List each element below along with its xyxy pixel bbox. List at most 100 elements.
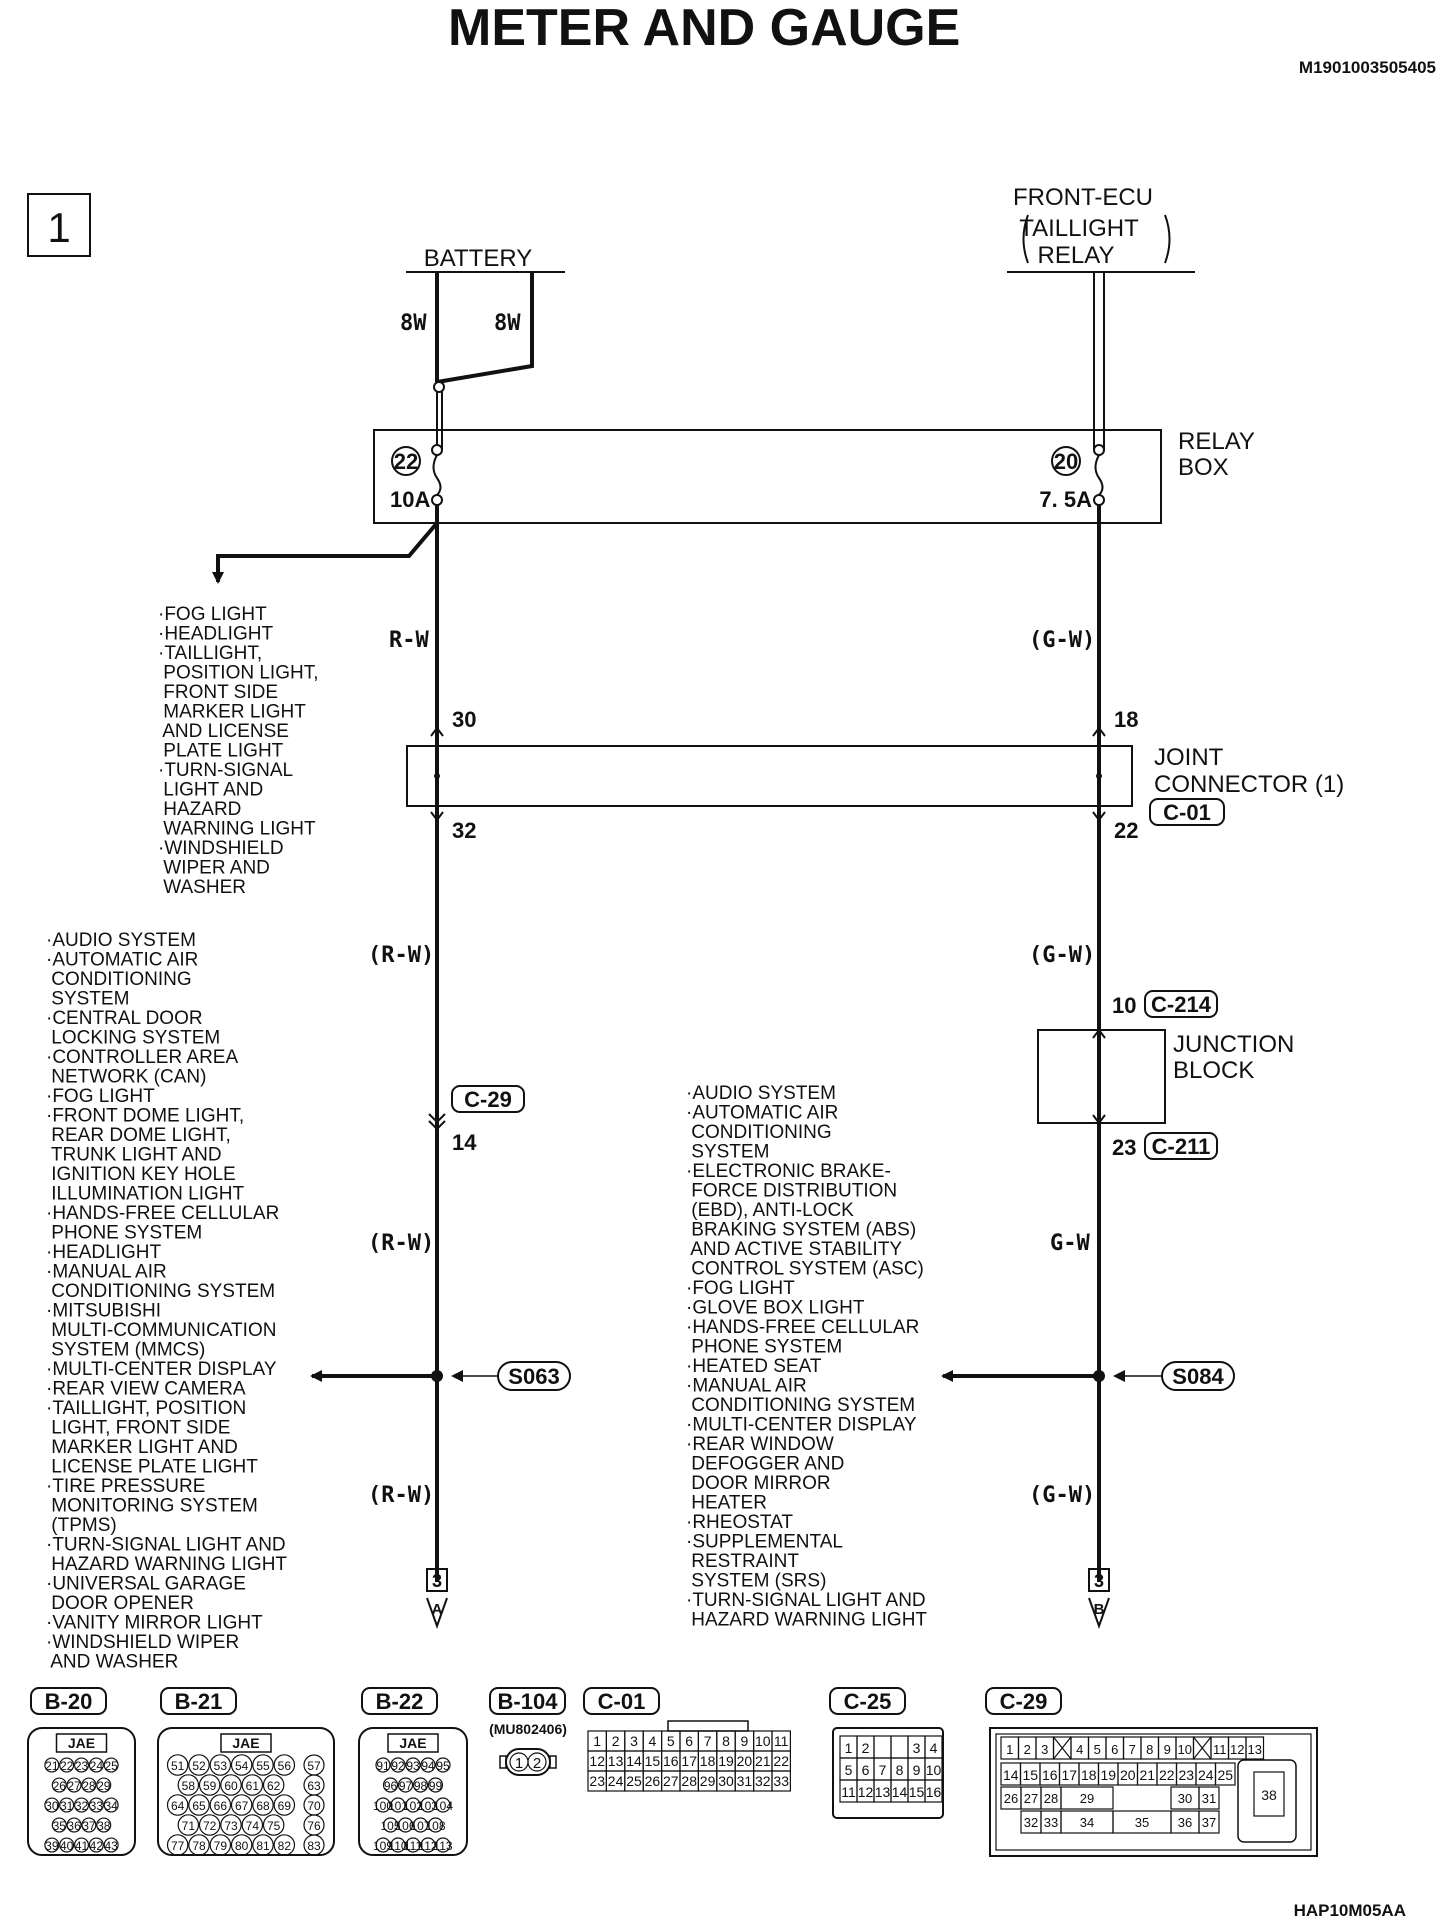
pin-socket xyxy=(51,1777,67,1793)
list-item: SYSTEM (SRS) xyxy=(686,1571,826,1592)
pin-number: 4 xyxy=(649,1733,657,1749)
fuse-22-badge xyxy=(391,446,421,476)
pin-socket xyxy=(73,1837,90,1853)
pin-number: 106 xyxy=(395,1819,415,1833)
pin-14: 14 xyxy=(452,1130,477,1155)
pin-socket xyxy=(375,1757,391,1773)
pin-number: 51 xyxy=(171,1759,185,1773)
pin-number: 9 xyxy=(913,1762,921,1778)
list-item: MARKER LIGHT xyxy=(158,702,306,723)
list-item: LICENSE PLATE LIGHT xyxy=(46,1457,258,1478)
list-item: FORCE DISTRIBUTION xyxy=(686,1181,897,1202)
pin-23: 23 xyxy=(1112,1135,1136,1160)
pin-number: 3 xyxy=(913,1740,921,1756)
list-item: AND WASHER xyxy=(46,1652,178,1673)
footer-code: HAP10M05AA xyxy=(1294,1901,1406,1920)
pin-number: 82 xyxy=(278,1839,292,1853)
pin-number: 54 xyxy=(235,1759,249,1773)
pin-cell xyxy=(771,1770,791,1792)
list-item: ·HEATED SEAT xyxy=(686,1356,822,1377)
list-item: WARNING LIGHT xyxy=(158,819,316,840)
pin-number: 108 xyxy=(425,1819,445,1833)
pin-number: 66 xyxy=(214,1799,228,1813)
pin-socket xyxy=(405,1757,421,1773)
s084-tag: S084 xyxy=(1172,1364,1224,1389)
list-item: TRUNK LIGHT AND xyxy=(46,1145,222,1166)
pin-socket xyxy=(88,1757,104,1773)
pin-number: 81 xyxy=(256,1839,270,1853)
pin-number: 21 xyxy=(45,1759,59,1773)
list-item: LIGHT AND xyxy=(158,780,263,801)
pin-socket xyxy=(382,1777,399,1793)
joint-connector-label-2: CONNECTOR (1) xyxy=(1154,771,1344,798)
pin-number: 30 xyxy=(1178,1791,1192,1806)
pin-socket xyxy=(405,1797,421,1813)
pin-socket xyxy=(382,1817,399,1833)
page-number: 1 xyxy=(47,204,70,251)
pin-socket xyxy=(96,1817,112,1833)
list-item: AND LICENSE xyxy=(158,721,289,742)
pin-number: 12 xyxy=(858,1784,874,1800)
pin-number: 22 xyxy=(1159,1767,1175,1783)
pin-number: 6 xyxy=(862,1762,870,1778)
pin-number: 19 xyxy=(718,1753,734,1769)
list-item: ·REAR WINDOW xyxy=(686,1434,834,1455)
pin-socket xyxy=(390,1757,406,1773)
pin-socket xyxy=(177,1774,200,1796)
pin-socket xyxy=(230,1794,253,1816)
pin-number: 32 xyxy=(1024,1815,1038,1830)
pin-number: 95 xyxy=(436,1759,450,1773)
pin-number: 58 xyxy=(182,1779,196,1793)
connector-tag: C-25 xyxy=(844,1689,892,1714)
pin-socket xyxy=(209,1794,232,1816)
pin-socket xyxy=(230,1754,253,1776)
pin-socket xyxy=(435,1797,451,1813)
list-item: ·REAR VIEW CAMERA xyxy=(46,1379,246,1400)
pin-number: 27 xyxy=(67,1779,81,1793)
pin-socket xyxy=(73,1797,90,1813)
pin-number: 23 xyxy=(75,1759,89,1773)
pin-number: 26 xyxy=(645,1773,661,1789)
connector-tag: B-104 xyxy=(498,1689,559,1714)
wire-color-l4: (R-W) xyxy=(368,1483,434,1508)
pin-socket xyxy=(262,1774,285,1796)
fuse-20-rating: 7. 5A xyxy=(1039,487,1092,512)
pin-number: 30 xyxy=(45,1799,59,1813)
pin-number: 29 xyxy=(97,1779,111,1793)
pin-number: 37 xyxy=(1202,1815,1216,1830)
pin-number: 5 xyxy=(667,1733,675,1749)
list-item: REAR DOME LIGHT, xyxy=(46,1125,231,1146)
pin-number: 109 xyxy=(373,1839,393,1853)
pin-number: 1 xyxy=(593,1733,601,1749)
pin-socket xyxy=(375,1837,391,1853)
pin-number: 5 xyxy=(845,1762,853,1778)
pin-number: 39 xyxy=(45,1839,59,1853)
fuse-20-icon xyxy=(1093,444,1105,506)
pin-number: 9 xyxy=(741,1733,749,1749)
pin-socket xyxy=(420,1837,436,1853)
pin-number: 105 xyxy=(380,1819,400,1833)
list-item: ·ELECTRONIC BRAKE- xyxy=(686,1161,891,1182)
pin-socket xyxy=(166,1754,189,1776)
s063-branch-list: ·AUDIO SYSTEM·AUTOMATIC AIR CONDITIONING… xyxy=(46,930,287,1673)
pin-number: 21 xyxy=(1139,1767,1155,1783)
pin-number: 4 xyxy=(930,1740,938,1756)
pin-number: 7 xyxy=(879,1762,887,1778)
pin-number: 33 xyxy=(1044,1815,1058,1830)
pin-cell xyxy=(1060,1786,1114,1810)
list-item: ·AUTOMATIC AIR xyxy=(46,950,198,971)
pin-socket xyxy=(390,1837,406,1853)
pin-number: 41 xyxy=(75,1839,89,1853)
pin-socket xyxy=(252,1754,274,1776)
pin-number: 11 xyxy=(841,1784,856,1800)
connector-maker: JAE xyxy=(399,1735,426,1751)
pin-number: 6 xyxy=(1111,1742,1118,1757)
page-number-box xyxy=(27,193,91,257)
list-item: HAZARD xyxy=(158,799,241,820)
list-item: FRONT SIDE xyxy=(158,682,278,703)
connector-tag-box xyxy=(829,1687,906,1715)
pin-number: 17 xyxy=(681,1753,697,1769)
